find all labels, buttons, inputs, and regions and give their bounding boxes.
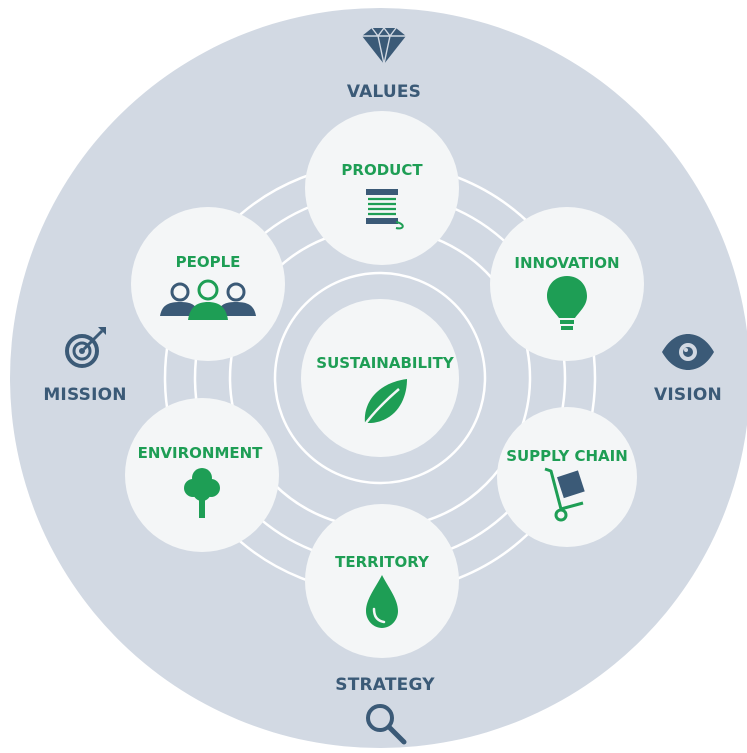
node-label-territory: TERRITORY [335, 553, 430, 571]
node-people: PEOPLE [131, 207, 285, 361]
outer-mission: MISSION [43, 327, 126, 405]
node-label-innovation: INNOVATION [514, 254, 619, 272]
eye-icon [662, 334, 714, 370]
center-label: SUSTAINABILITY [316, 354, 455, 372]
node-label-product: PRODUCT [341, 161, 423, 179]
thread-spool-icon [366, 189, 404, 230]
people-group-icon [160, 279, 256, 320]
magnifier-icon [366, 704, 407, 745]
water-drop-icon [366, 575, 398, 628]
center-node: SUSTAINABILITY [301, 299, 459, 457]
node-label-people: PEOPLE [176, 253, 241, 271]
diamond-icon [362, 26, 406, 65]
target-icon [65, 327, 106, 368]
vision-label: VISION [654, 385, 722, 405]
mission-label: MISSION [43, 385, 126, 405]
tree-icon [184, 468, 220, 518]
node-label-environment: ENVIRONMENT [138, 444, 264, 462]
leaf-icon [361, 379, 407, 428]
node-territory: TERRITORY [305, 504, 459, 658]
outer-values: VALUES [347, 26, 421, 102]
outer-strategy: STRATEGY [335, 675, 435, 745]
node-supply-chain: SUPPLY CHAIN [497, 407, 637, 547]
node-product: PRODUCT [305, 111, 459, 265]
outer-vision: VISION [654, 334, 722, 405]
strategy-label: STRATEGY [335, 675, 435, 695]
lightbulb-icon [547, 276, 587, 330]
values-label: VALUES [347, 82, 421, 102]
hand-truck-icon [544, 467, 585, 522]
node-label-supply-chain: SUPPLY CHAIN [506, 447, 628, 465]
node-environment: ENVIRONMENT [125, 398, 279, 552]
node-innovation: INNOVATION [490, 207, 644, 361]
